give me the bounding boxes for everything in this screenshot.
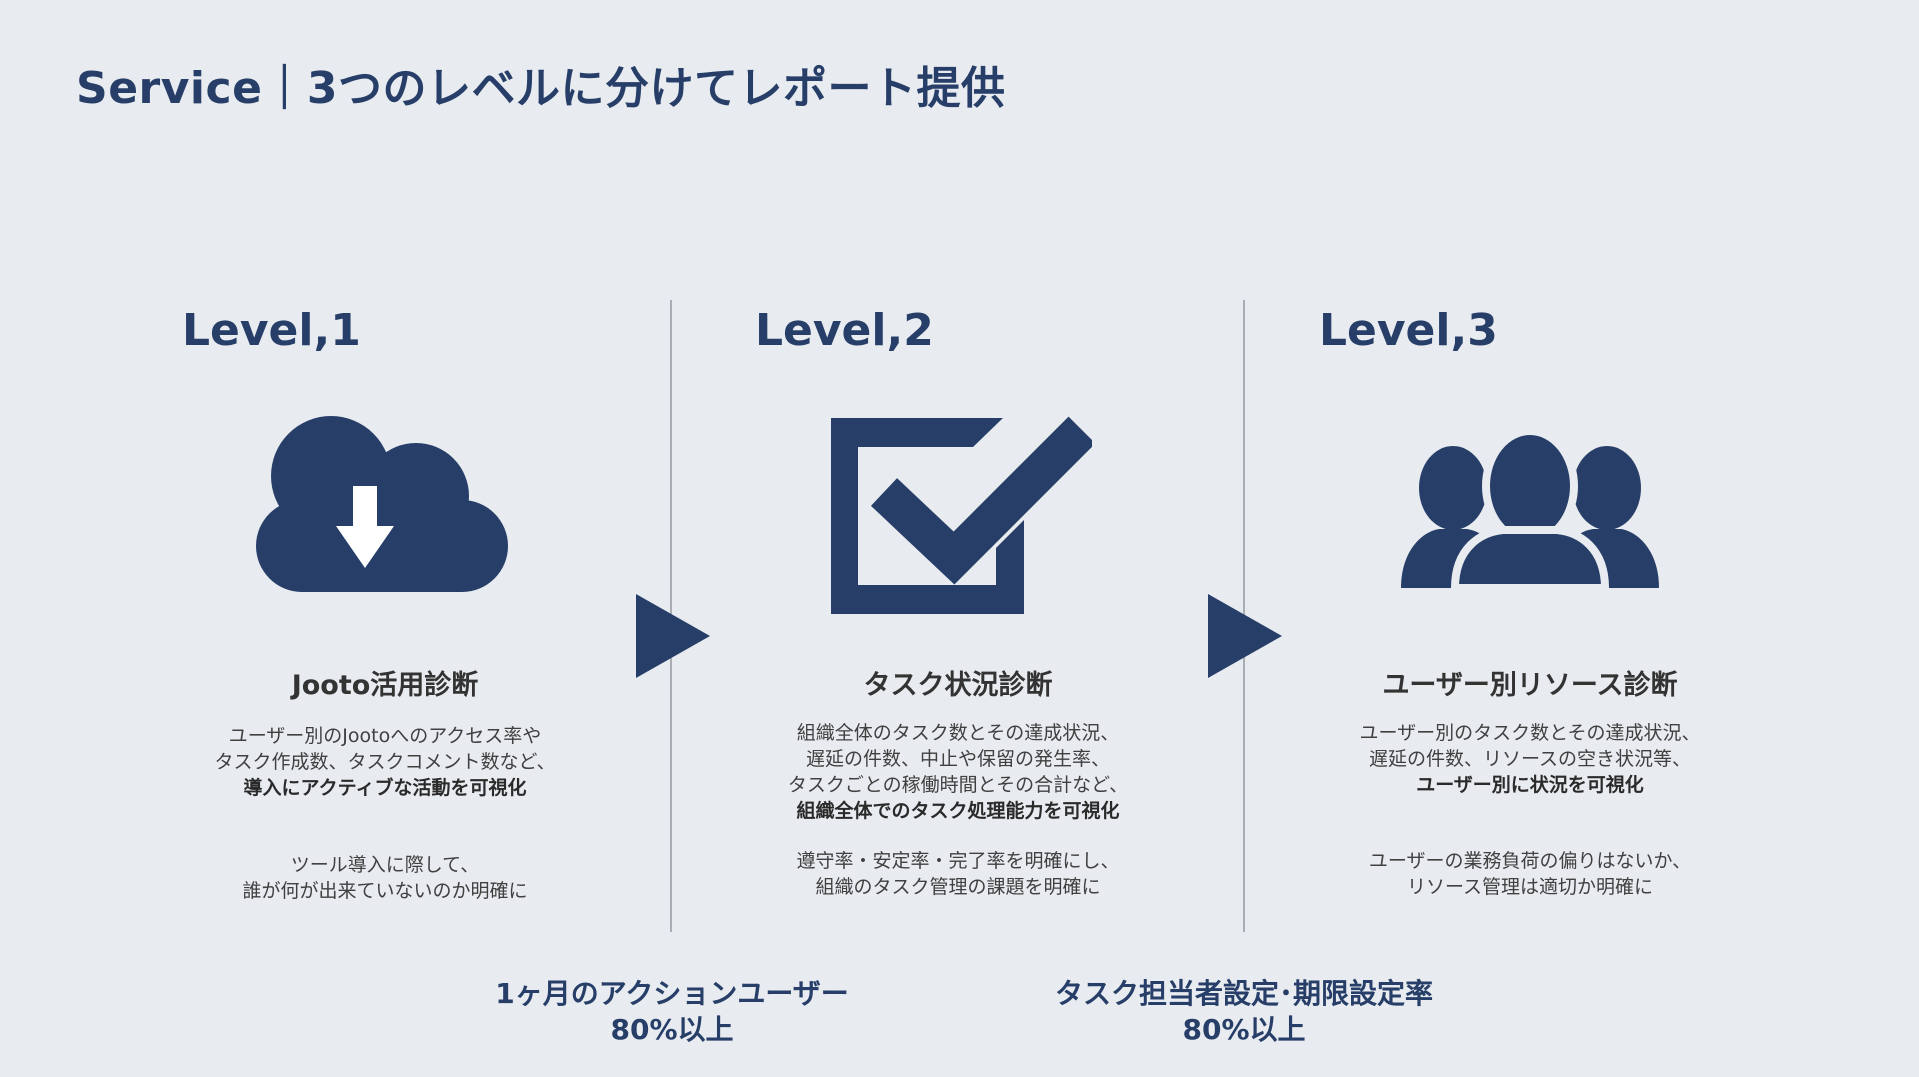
kpi-label: 1ヶ月のアクションユーザー [495,977,849,1010]
description-line: ユーザー別のタスク数とその達成状況、 [1359,722,1701,744]
arrow-right-icon [636,594,710,678]
arrow-right-icon [1208,594,1282,678]
goal-line: 誰が何が出来ていないのか明確に [242,880,528,902]
goal-line: 遵守率・安定率・完了率を明確にし、 [796,850,1120,872]
goal-line: ユーザーの業務負荷の偏りはないか、 [1368,850,1692,872]
kpi-label: タスク担当者設定･期限設定率 [1054,977,1433,1010]
goal-line: ツール導入に際して、 [290,854,480,876]
level-3-heading: ユーザー別リソース診断 [1382,670,1678,701]
level-1-goal: ツール導入に際して、 誰が何が出来ていないのか明確に [125,852,645,904]
description-line: 遅延の件数、リソースの空き状況等、 [1368,748,1692,770]
description-emphasis: 組織全体でのタスク処理能力を可視化 [796,800,1120,822]
level-1-description: ユーザー別のJootoへのアクセス率や タスク作成数、タスクコメント数など、 導… [125,723,645,801]
level-2-description: 組織全体のタスク数とその達成状況、 遅延の件数、中止や保留の発生率、 タスクごと… [698,720,1218,824]
cloud-download-icon [256,416,508,592]
level-2-title: Level,2 [755,305,934,356]
level-2-heading: タスク状況診断 [863,670,1053,701]
description-line: ユーザー別のJootoへのアクセス率や [228,725,542,747]
description-emphasis: ユーザー別に状況を可視化 [1416,774,1644,796]
level-1-title: Level,1 [182,305,361,356]
level-3-description: ユーザー別のタスク数とその達成状況、 遅延の件数、リソースの空き状況等、 ユーザ… [1270,720,1790,798]
level-2-goal: 遵守率・安定率・完了率を明確にし、 組織のタスク管理の課題を明確に [698,848,1218,900]
description-emphasis: 導入にアクティブな活動を可視化 [243,777,527,799]
goal-line: 組織のタスク管理の課題を明確に [815,876,1101,898]
page-title: Service｜3つのレベルに分けてレポート提供 [76,63,1006,114]
kpi-level-1-2: 1ヶ月のアクションユーザー 80%以上 [442,976,902,1048]
level-1-heading: Jooto活用診断 [291,670,479,701]
kpi-value: 80%以上 [610,1013,734,1046]
kpi-level-2-3: タスク担当者設定･期限設定率 80%以上 [1014,976,1474,1048]
description-line: タスク作成数、タスクコメント数など、 [214,751,556,773]
kpi-value: 80%以上 [1182,1013,1306,1046]
level-3-title: Level,3 [1319,305,1498,356]
description-line: 組織全体のタスク数とその達成状況、 [796,722,1120,744]
level-3-goal: ユーザーの業務負荷の偏りはないか、 リソース管理は適切か明確に [1270,848,1790,900]
description-line: 遅延の件数、中止や保留の発生率、 [805,748,1110,770]
users-group-icon [1401,427,1659,588]
description-line: タスクごとの稼働時間とその合計など、 [787,774,1129,796]
goal-line: リソース管理は適切か明確に [1406,876,1654,898]
checkbox-icon [831,416,1092,614]
